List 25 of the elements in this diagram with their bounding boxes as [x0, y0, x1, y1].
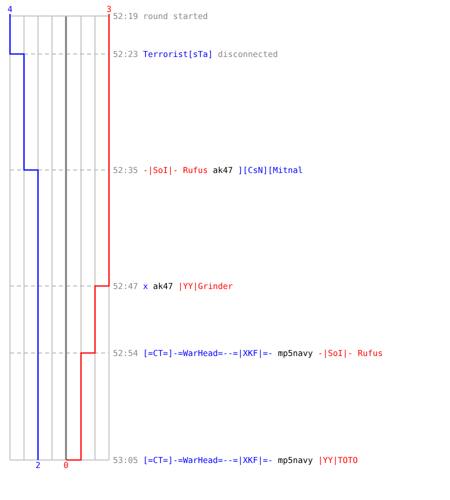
- event-text: disconnected: [218, 49, 278, 59]
- weapon-name: mp5navy: [278, 455, 313, 465]
- player-name: |YY|Grinder: [178, 281, 233, 291]
- player-name: -|SoI|- Rufus: [318, 348, 383, 358]
- timestamp: 52:23: [113, 49, 138, 59]
- player-name: [=CT=]-=WarHead=--=|XKF|=-: [142, 348, 273, 358]
- timestamp: 52:54: [113, 348, 138, 358]
- timestamp: 53:05: [113, 455, 138, 465]
- count-label: 4: [8, 4, 12, 14]
- player-name: [=CT=]-=WarHead=--=|XKF|=-: [142, 455, 273, 465]
- player-name: |YY|TOTO: [318, 455, 358, 465]
- player-name: Terrorist[sTa]: [142, 49, 213, 59]
- count-label: 0: [64, 460, 68, 470]
- count-label: 2: [36, 460, 40, 470]
- count-label: 3: [106, 4, 112, 14]
- player-name: x: [142, 281, 148, 291]
- timestamp: 52:35: [113, 165, 138, 175]
- player-name: -|SoI|- Rufus: [142, 165, 208, 175]
- weapon-name: mp5navy: [278, 348, 313, 358]
- weapon-name: ak47: [152, 281, 173, 291]
- timestamp: 52:19: [113, 11, 138, 21]
- weapon-name: ak47: [212, 165, 233, 175]
- player-name: ][CsN][Mitnal: [238, 165, 303, 175]
- timestamp: 52:47: [113, 281, 138, 291]
- event-text: round started: [142, 11, 208, 21]
